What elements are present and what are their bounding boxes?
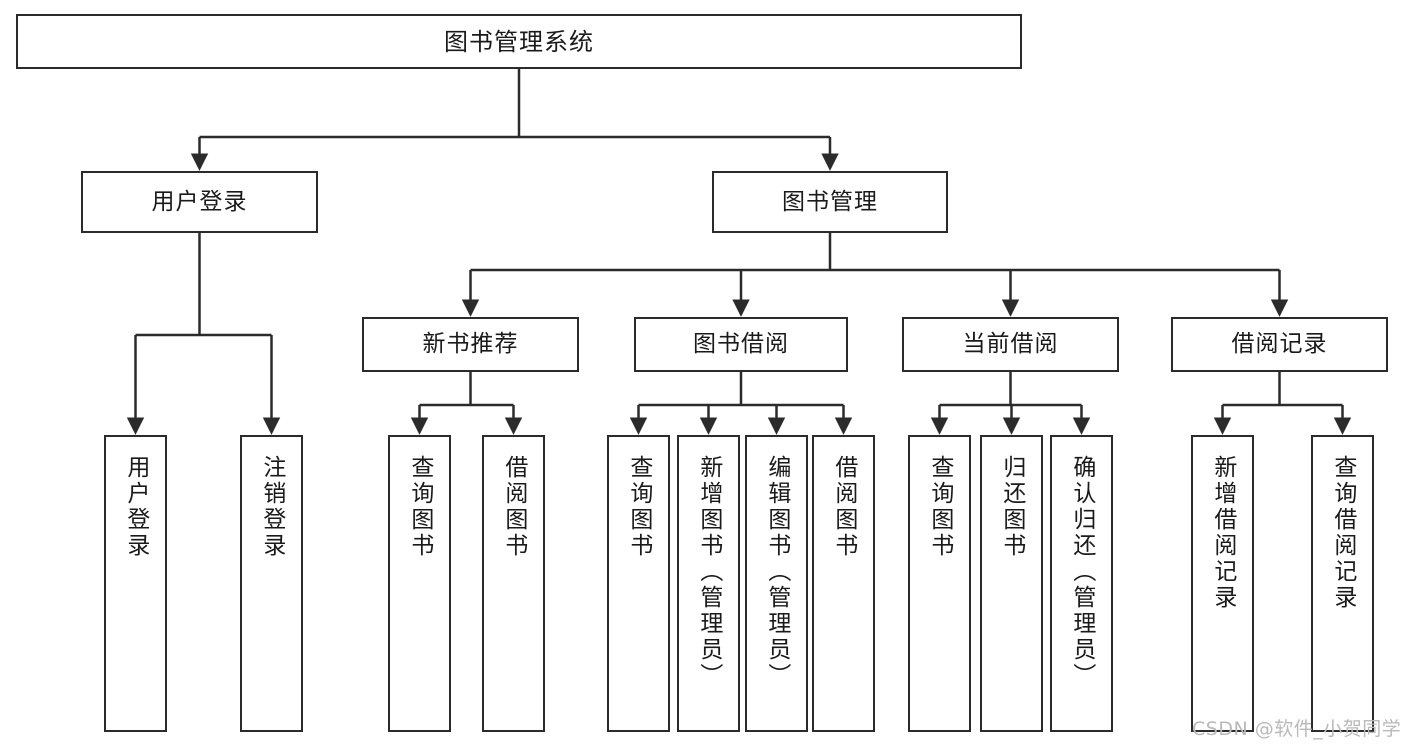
node-leaf-edit-book-label: 编辑图书（管理员） (763, 455, 790, 689)
node-leaf-return-book-label: 归还图书 (998, 455, 1025, 559)
node-user-login[interactable]: 用户登录 (81, 171, 318, 233)
node-new-book-rec-label: 新书推荐 (422, 331, 519, 358)
node-leaf-query-book-1[interactable]: 查询图书 (388, 435, 451, 732)
node-book-manage[interactable]: 图书管理 (712, 171, 948, 233)
node-leaf-query-book-1-label: 查询图书 (406, 455, 433, 559)
node-leaf-logout[interactable]: 注销登录 (240, 435, 303, 732)
node-leaf-confirm-return[interactable]: 确认归还（管理员） (1050, 435, 1113, 732)
node-leaf-query-book-3-label: 查询图书 (926, 455, 953, 559)
node-leaf-query-book-3[interactable]: 查询图书 (908, 435, 971, 732)
node-current-borrow-label: 当前借阅 (962, 331, 1059, 358)
node-leaf-edit-book[interactable]: 编辑图书（管理员） (745, 435, 808, 732)
node-leaf-borrow-book-2[interactable]: 借阅图书 (812, 435, 875, 732)
node-leaf-borrow-book-1-label: 借阅图书 (500, 455, 527, 559)
node-leaf-query-book-2[interactable]: 查询图书 (607, 435, 670, 732)
node-leaf-query-record[interactable]: 查询借阅记录 (1311, 435, 1374, 732)
node-leaf-add-record[interactable]: 新增借阅记录 (1191, 435, 1254, 732)
node-leaf-add-book[interactable]: 新增图书（管理员） (677, 435, 740, 732)
node-leaf-return-book[interactable]: 归还图书 (980, 435, 1043, 732)
node-borrow-record-label: 借阅记录 (1231, 331, 1328, 358)
node-borrow-record[interactable]: 借阅记录 (1171, 317, 1388, 372)
node-leaf-user-login[interactable]: 用户登录 (104, 435, 167, 732)
csdn-watermark: CSDN @软件_小贺同学 (1192, 718, 1402, 740)
node-leaf-add-record-label: 新增借阅记录 (1209, 455, 1236, 611)
node-root[interactable]: 图书管理系统 (16, 14, 1022, 69)
node-current-borrow[interactable]: 当前借阅 (902, 317, 1119, 372)
node-leaf-query-record-label: 查询借阅记录 (1329, 455, 1356, 611)
node-root-label: 图书管理系统 (444, 27, 594, 56)
node-user-login-label: 用户登录 (151, 188, 248, 215)
node-leaf-confirm-return-label: 确认归还（管理员） (1068, 455, 1095, 689)
node-new-book-rec[interactable]: 新书推荐 (362, 317, 579, 372)
node-book-borrow-label: 图书借阅 (693, 331, 789, 358)
node-leaf-query-book-2-label: 查询图书 (625, 455, 652, 559)
node-book-borrow[interactable]: 图书借阅 (634, 317, 848, 372)
node-leaf-borrow-book-1[interactable]: 借阅图书 (482, 435, 545, 732)
node-leaf-logout-label: 注销登录 (258, 455, 285, 559)
node-leaf-borrow-book-2-label: 借阅图书 (830, 455, 857, 559)
node-book-manage-label: 图书管理 (782, 188, 878, 215)
node-leaf-add-book-label: 新增图书（管理员） (695, 455, 722, 689)
node-leaf-user-login-label: 用户登录 (122, 455, 149, 559)
